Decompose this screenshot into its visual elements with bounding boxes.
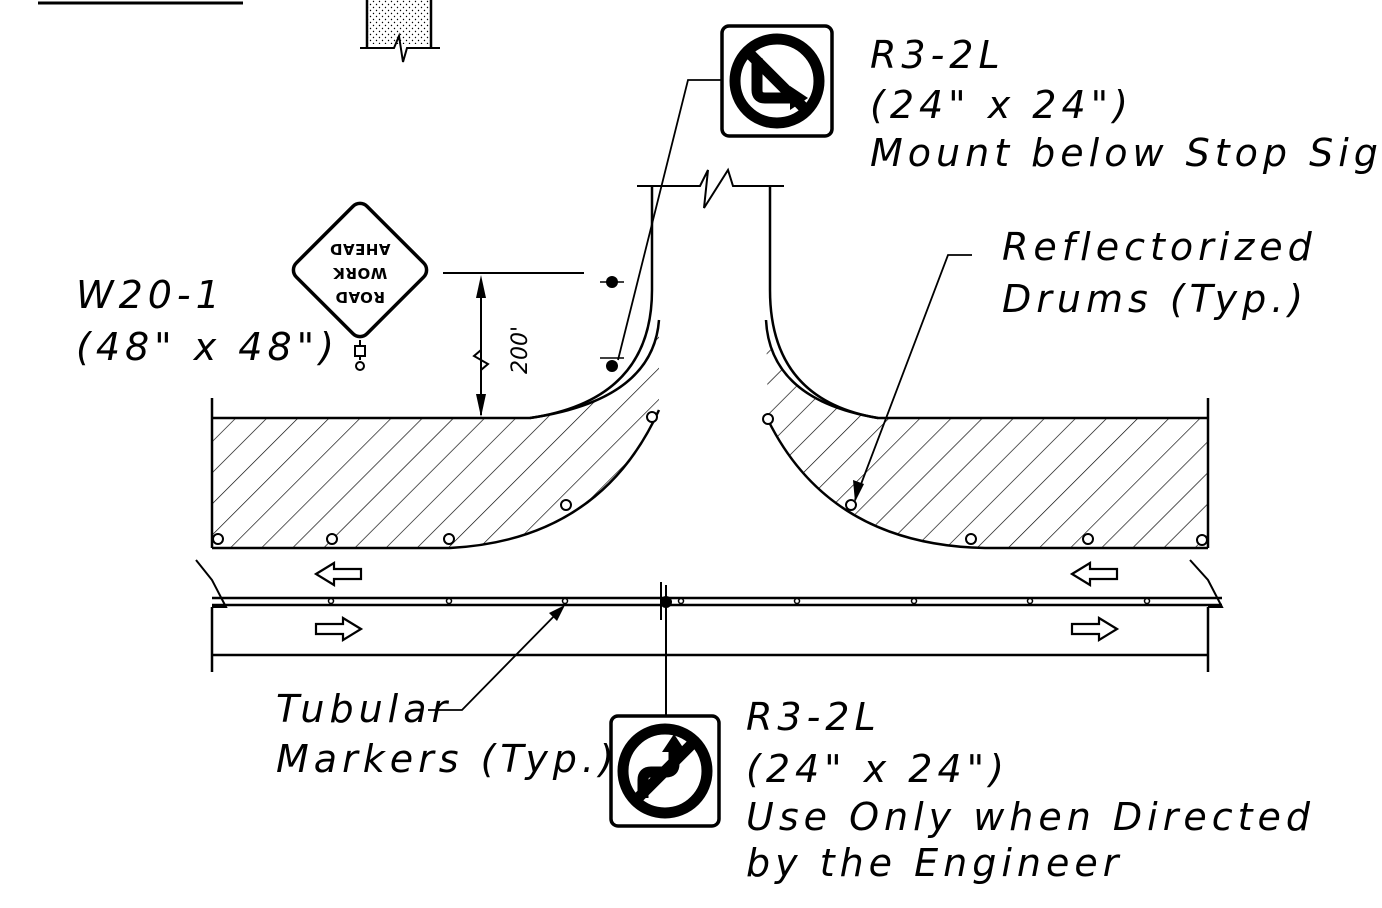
road-work-ahead-sign: ROAD WORK AHEAD bbox=[291, 201, 429, 371]
markers-label-line2: Markers (Typ.) bbox=[276, 737, 619, 781]
lane-arrow-right-icon bbox=[314, 616, 364, 642]
dimension-label: 200' bbox=[508, 326, 533, 374]
top-post-fragment bbox=[360, 0, 440, 63]
drums-label-line2: Drums (Typ.) bbox=[1002, 277, 1308, 321]
warning-sign-code: W20-1 bbox=[76, 273, 225, 317]
bottom-sign-note-line2: by the Engineer bbox=[746, 841, 1123, 885]
leader-top-sign bbox=[617, 79, 722, 361]
bottom-sign-size: (24" x 24") bbox=[746, 747, 1009, 791]
work-area-right bbox=[766, 320, 1208, 548]
leader-markers bbox=[428, 606, 564, 711]
sign-face-line-2: WORK bbox=[332, 264, 387, 282]
top-sign-note: Mount below Stop Sign bbox=[870, 131, 1382, 175]
road-break-left bbox=[195, 559, 228, 608]
no-left-turn-icon bbox=[609, 714, 721, 828]
drum-icon bbox=[212, 411, 1208, 546]
work-area-left bbox=[212, 320, 659, 548]
drums-label-line1: Reflectorized bbox=[1002, 225, 1317, 269]
markers-label-line1: Tubular bbox=[276, 687, 452, 731]
side-street-break-line bbox=[637, 167, 784, 209]
sign-face-line-3: AHEAD bbox=[330, 240, 391, 258]
warning-sign-size: (48" x 48") bbox=[76, 325, 339, 369]
leader-drums bbox=[854, 254, 972, 501]
dimension-200ft: 200' bbox=[443, 272, 584, 417]
bottom-sign-code: R3-2L bbox=[746, 695, 881, 739]
lane-arrow-right-icon bbox=[1070, 616, 1120, 642]
sign-post-markers bbox=[600, 276, 624, 372]
tubular-marker-icon bbox=[327, 597, 1151, 605]
bottom-sign-note-line1: Use Only when Directed bbox=[746, 795, 1315, 839]
no-left-turn-icon bbox=[720, 24, 834, 138]
lane-arrow-left-icon bbox=[313, 561, 363, 587]
sign-face-line-1: ROAD bbox=[335, 288, 385, 306]
top-sign-code: R3-2L bbox=[870, 33, 1005, 77]
lane-arrow-left-icon bbox=[1069, 561, 1119, 587]
top-sign-size: (24" x 24") bbox=[870, 83, 1133, 127]
road-break-right bbox=[1189, 559, 1224, 608]
